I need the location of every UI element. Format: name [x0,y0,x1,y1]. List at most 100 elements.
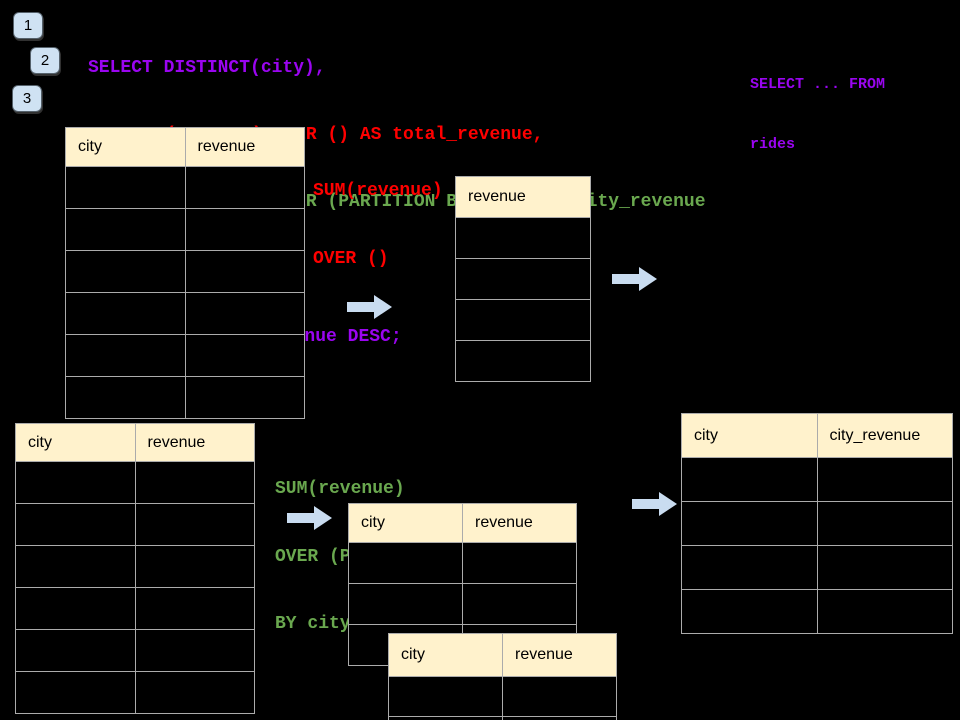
table-row [15,587,255,630]
empty-cell [681,501,818,546]
column-header-city: city [15,423,136,462]
empty-cell [502,676,617,717]
table-row [681,501,953,546]
table-row [65,250,305,293]
empty-cell [816,589,953,634]
empty-cell [816,457,953,502]
table-row [455,340,591,382]
table-row [15,629,255,672]
arrow-source-to-total [347,294,393,325]
empty-cell [348,583,463,625]
total-revenue-table: revenue [455,176,591,382]
empty-cell [462,542,577,584]
empty-cell [388,676,503,717]
arrow-total-out [612,266,658,297]
empty-cell [15,671,136,714]
empty-cell [65,250,186,293]
table-row [15,503,255,546]
table-row [455,217,591,259]
side-note-select-from: SELECT ... FROM rides [750,35,885,195]
table-row [65,166,305,209]
empty-cell [455,299,591,341]
table-row [348,542,577,584]
empty-cell [184,292,305,335]
total-label-line-1: SUM(revenue) [313,181,443,201]
step-badge-2: 2 [30,47,60,74]
column-header-revenue: revenue [455,176,591,218]
empty-cell [65,334,186,377]
empty-cell [455,340,591,382]
column-header-city: city [348,503,463,543]
empty-cell [65,166,186,209]
empty-cell [15,587,136,630]
table-row [65,376,305,419]
step-badge-1: 1 [13,12,43,39]
empty-cell [65,292,186,335]
partition-label-line-1: SUM(revenue) [275,479,405,499]
table-row [388,676,617,717]
right-arrow-icon [347,295,392,319]
step-badge-3: 3 [12,85,42,112]
empty-cell [462,583,577,625]
table-row [681,545,953,590]
sql-line-select: SELECT DISTINCT(city), [88,57,326,78]
table-row [348,583,577,625]
empty-cell [681,457,818,502]
empty-cell [65,208,186,251]
empty-cell [65,376,186,419]
empty-cell [184,376,305,419]
column-header-city: city [388,633,503,677]
empty-cell [134,545,255,588]
total-revenue-label: SUM(revenue) OVER () [313,135,443,315]
table-row [15,671,255,714]
total-label-line-2: OVER () [313,248,389,269]
empty-cell [134,461,255,504]
right-arrow-icon [632,492,677,516]
side-note-line-2: rides [750,136,796,153]
table-row [15,461,255,504]
empty-cell [455,217,591,259]
empty-cell [15,629,136,672]
arrow-partition-to-result [632,491,678,522]
column-header-city: city [65,127,186,167]
empty-cell [15,545,136,588]
empty-cell [502,716,617,720]
empty-cell [134,503,255,546]
table-row [65,292,305,335]
empty-cell [134,587,255,630]
column-header-city_revenue: city_revenue [816,413,953,458]
empty-cell [184,334,305,377]
table-row [65,208,305,251]
column-header-revenue: revenue [502,633,617,677]
side-note-line-1: SELECT ... FROM [750,76,886,93]
empty-cell [681,589,818,634]
table-row [455,299,591,341]
empty-cell [134,671,255,714]
empty-cell [681,545,818,590]
total-revenue-table-grid: revenue [455,176,591,382]
empty-cell [348,542,463,584]
table-row [455,258,591,300]
empty-cell [184,166,305,209]
empty-cell [184,208,305,251]
column-header-city: city [681,413,818,458]
table-row [65,334,305,377]
empty-cell [455,258,591,300]
empty-cell [184,250,305,293]
table-row [15,545,255,588]
empty-cell [134,629,255,672]
table-row [681,457,953,502]
arrow-source-to-partition [287,505,333,536]
right-arrow-icon [612,267,657,291]
empty-cell [15,503,136,546]
empty-cell [816,545,953,590]
empty-cell [816,501,953,546]
